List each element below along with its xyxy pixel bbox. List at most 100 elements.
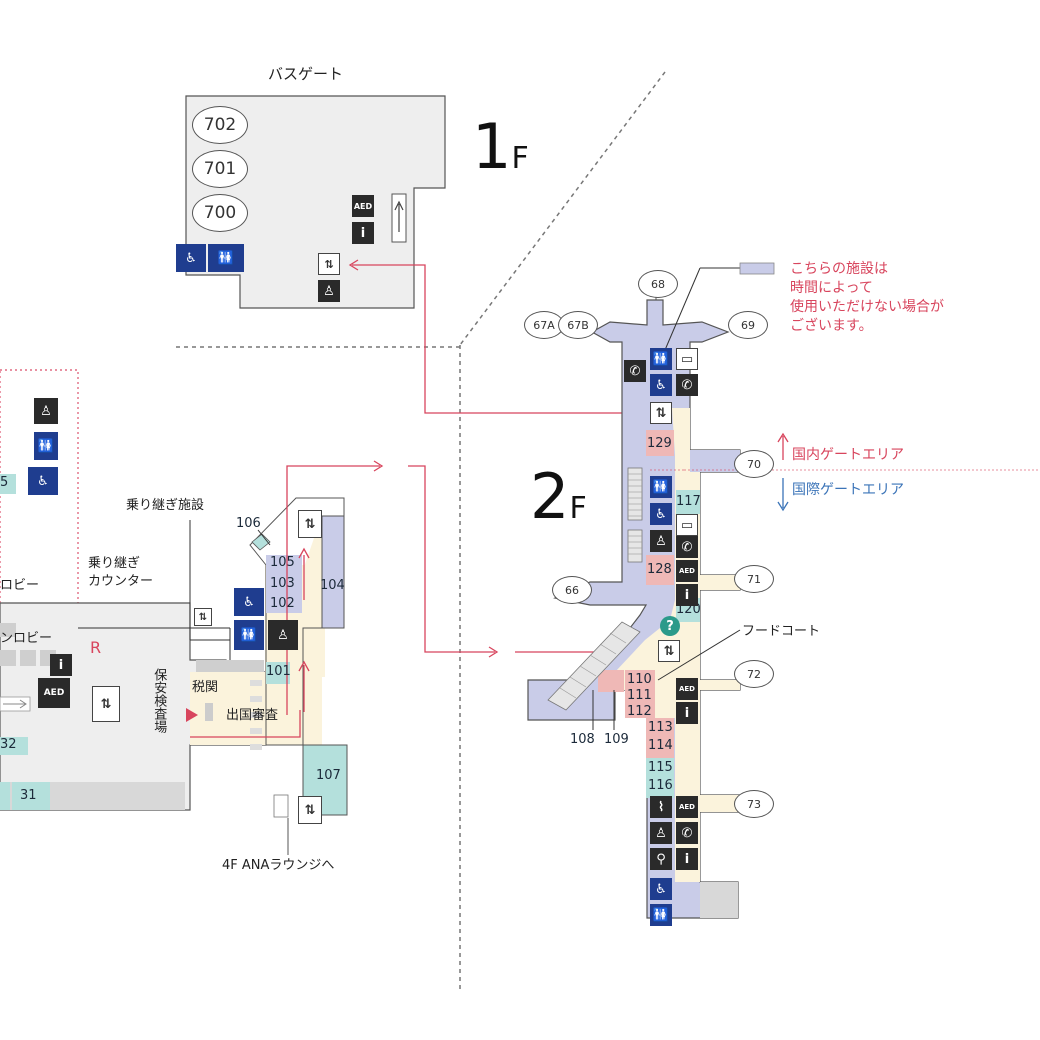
elevator-icon[interactable]: ⇅ xyxy=(650,402,672,424)
gate-71[interactable]: 71 xyxy=(734,565,774,593)
legend-line: こちらの施設は xyxy=(790,261,888,277)
international-gate-area-label: 国際ゲートエリア xyxy=(792,482,904,498)
shop-102[interactable]: 102 xyxy=(270,596,295,611)
elevator-icon[interactable]: ⇅ xyxy=(298,510,322,538)
shop-109[interactable]: 109 xyxy=(604,732,629,747)
telephone-icon[interactable]: ✆ xyxy=(624,360,646,382)
telephone-icon[interactable]: ✆ xyxy=(676,536,698,558)
shop-112[interactable]: 112 xyxy=(627,704,652,719)
computer-icon[interactable]: ▭ xyxy=(676,348,698,370)
bus-gate-700[interactable]: 700 xyxy=(192,194,248,232)
information-icon[interactable]: i xyxy=(676,584,698,606)
transfer-counter-label-1: 乗り継ぎ xyxy=(88,556,141,571)
elevator-icon[interactable]: ⇅ xyxy=(194,608,212,626)
legend-line: ございます。 xyxy=(790,317,873,334)
shop-108[interactable]: 108 xyxy=(570,732,595,747)
help-icon[interactable]: ? xyxy=(660,616,680,636)
floor-suffix: F xyxy=(569,491,587,526)
elevator-icon[interactable]: ⇅ xyxy=(318,253,340,275)
lounge-label: 4F ANAラウンジへ xyxy=(222,858,335,873)
restroom-icon[interactable]: 🚻 xyxy=(208,244,244,272)
computer-icon[interactable]: ▭ xyxy=(676,514,698,536)
shop-128[interactable]: 128 xyxy=(647,562,672,577)
nursing-room-icon[interactable]: ♙ xyxy=(650,822,672,844)
information-icon[interactable]: i xyxy=(50,654,72,676)
shop-104[interactable]: 104 xyxy=(320,578,345,593)
transfer-counter-label-2: カウンター xyxy=(88,574,154,589)
gate-67b[interactable]: 67B xyxy=(558,311,598,339)
legend-line: 時間によって xyxy=(790,279,873,296)
lobby-label-lower: ンロビー xyxy=(0,631,53,646)
restroom-icon[interactable]: 🚻 xyxy=(234,620,264,650)
shop-117[interactable]: 117 xyxy=(676,494,701,509)
gate-70[interactable]: 70 xyxy=(734,450,774,478)
information-icon[interactable]: i xyxy=(676,848,698,870)
accessible-toilet-icon[interactable]: ♿ xyxy=(650,374,672,396)
accessible-toilet-icon[interactable]: ♿ xyxy=(176,244,206,272)
telephone-icon[interactable]: ✆ xyxy=(676,822,698,844)
prayer-room-icon[interactable]: ⚲ xyxy=(650,848,672,870)
shop-partial[interactable]: 5 xyxy=(0,475,9,490)
lobby-label-upper: ロビー xyxy=(0,578,40,593)
gate-72[interactable]: 72 xyxy=(734,660,774,688)
gate-66[interactable]: 66 xyxy=(552,576,592,604)
domestic-gate-area-label: 国内ゲートエリア xyxy=(792,447,904,463)
elevator-icon[interactable]: ⇅ xyxy=(298,796,322,824)
legend-line: 使用いただけない場合が xyxy=(790,298,944,315)
shop-111[interactable]: 111 xyxy=(627,688,652,703)
floor-suffix: F xyxy=(511,141,529,176)
r-label: R xyxy=(90,638,102,657)
nursing-room-icon[interactable]: ♙ xyxy=(318,280,340,302)
aed-icon[interactable]: AED xyxy=(676,560,698,582)
gate-69[interactable]: 69 xyxy=(728,311,768,339)
shop-32[interactable]: 32 xyxy=(0,737,17,752)
accessible-toilet-icon[interactable]: ♿ xyxy=(234,588,264,616)
gate-68[interactable]: 68 xyxy=(638,270,678,298)
shop-101[interactable]: 101 xyxy=(266,664,291,679)
accessible-toilet-icon[interactable]: ♿ xyxy=(650,878,672,900)
telephone-icon[interactable]: ✆ xyxy=(676,374,698,396)
shop-110[interactable]: 110 xyxy=(627,672,652,687)
shop-116[interactable]: 116 xyxy=(648,778,673,793)
shop-115[interactable]: 115 xyxy=(648,760,673,775)
restroom-icon[interactable]: 🚻 xyxy=(650,476,672,498)
shop-129[interactable]: 129 xyxy=(647,436,672,451)
aed-icon[interactable]: AED xyxy=(38,678,70,708)
aed-icon[interactable]: AED xyxy=(676,796,698,818)
nursing-room-icon[interactable]: ♙ xyxy=(650,530,672,552)
food-court-label: フードコート xyxy=(742,624,821,639)
immigration-label: 出国審査 xyxy=(226,708,279,723)
floor-number: 1 xyxy=(472,110,512,183)
accessible-toilet-icon[interactable]: ♿ xyxy=(28,467,58,495)
gate-73[interactable]: 73 xyxy=(734,790,774,818)
accessible-toilet-icon[interactable]: ♿ xyxy=(650,503,672,525)
bus-gate-702[interactable]: 702 xyxy=(192,106,248,144)
elevator-icon[interactable]: ⇅ xyxy=(658,640,680,662)
restroom-icon[interactable]: 🚻 xyxy=(650,348,672,370)
aed-icon[interactable]: AED xyxy=(676,678,698,700)
floor-1f-label: 1F xyxy=(472,110,529,183)
shop-31[interactable]: 31 xyxy=(20,788,37,803)
aed-icon[interactable]: AED xyxy=(352,195,374,217)
shop-107[interactable]: 107 xyxy=(316,768,341,783)
bus-gate-701[interactable]: 701 xyxy=(192,150,248,188)
restroom-icon[interactable]: 🚻 xyxy=(34,432,58,460)
floor-2f-label: 2F xyxy=(530,460,587,533)
smoking-room-icon[interactable]: ⌇ xyxy=(650,796,672,818)
shop-103[interactable]: 103 xyxy=(270,576,295,591)
shop-105[interactable]: 105 xyxy=(270,555,295,570)
shop-106[interactable]: 106 xyxy=(236,516,261,531)
security-checkpoint-label: 保安検査場 xyxy=(151,668,167,733)
nursing-room-icon[interactable]: ♙ xyxy=(34,398,58,424)
elevator-icon[interactable]: ⇅ xyxy=(92,686,120,722)
transfer-facility-label: 乗り継ぎ施設 xyxy=(126,498,205,513)
customs-label: 税関 xyxy=(192,680,219,695)
information-icon[interactable]: i xyxy=(676,702,698,724)
legend-note: こちらの施設は 時間によって 使用いただけない場合が ございます。 xyxy=(790,260,944,336)
shop-113[interactable]: 113 xyxy=(648,720,673,735)
bus-gate-label: バスゲート xyxy=(268,65,344,83)
shop-114[interactable]: 114 xyxy=(648,738,673,753)
restroom-icon[interactable]: 🚻 xyxy=(650,904,672,926)
nursing-room-icon[interactable]: ♙ xyxy=(268,620,298,650)
information-icon[interactable]: i xyxy=(352,222,374,244)
